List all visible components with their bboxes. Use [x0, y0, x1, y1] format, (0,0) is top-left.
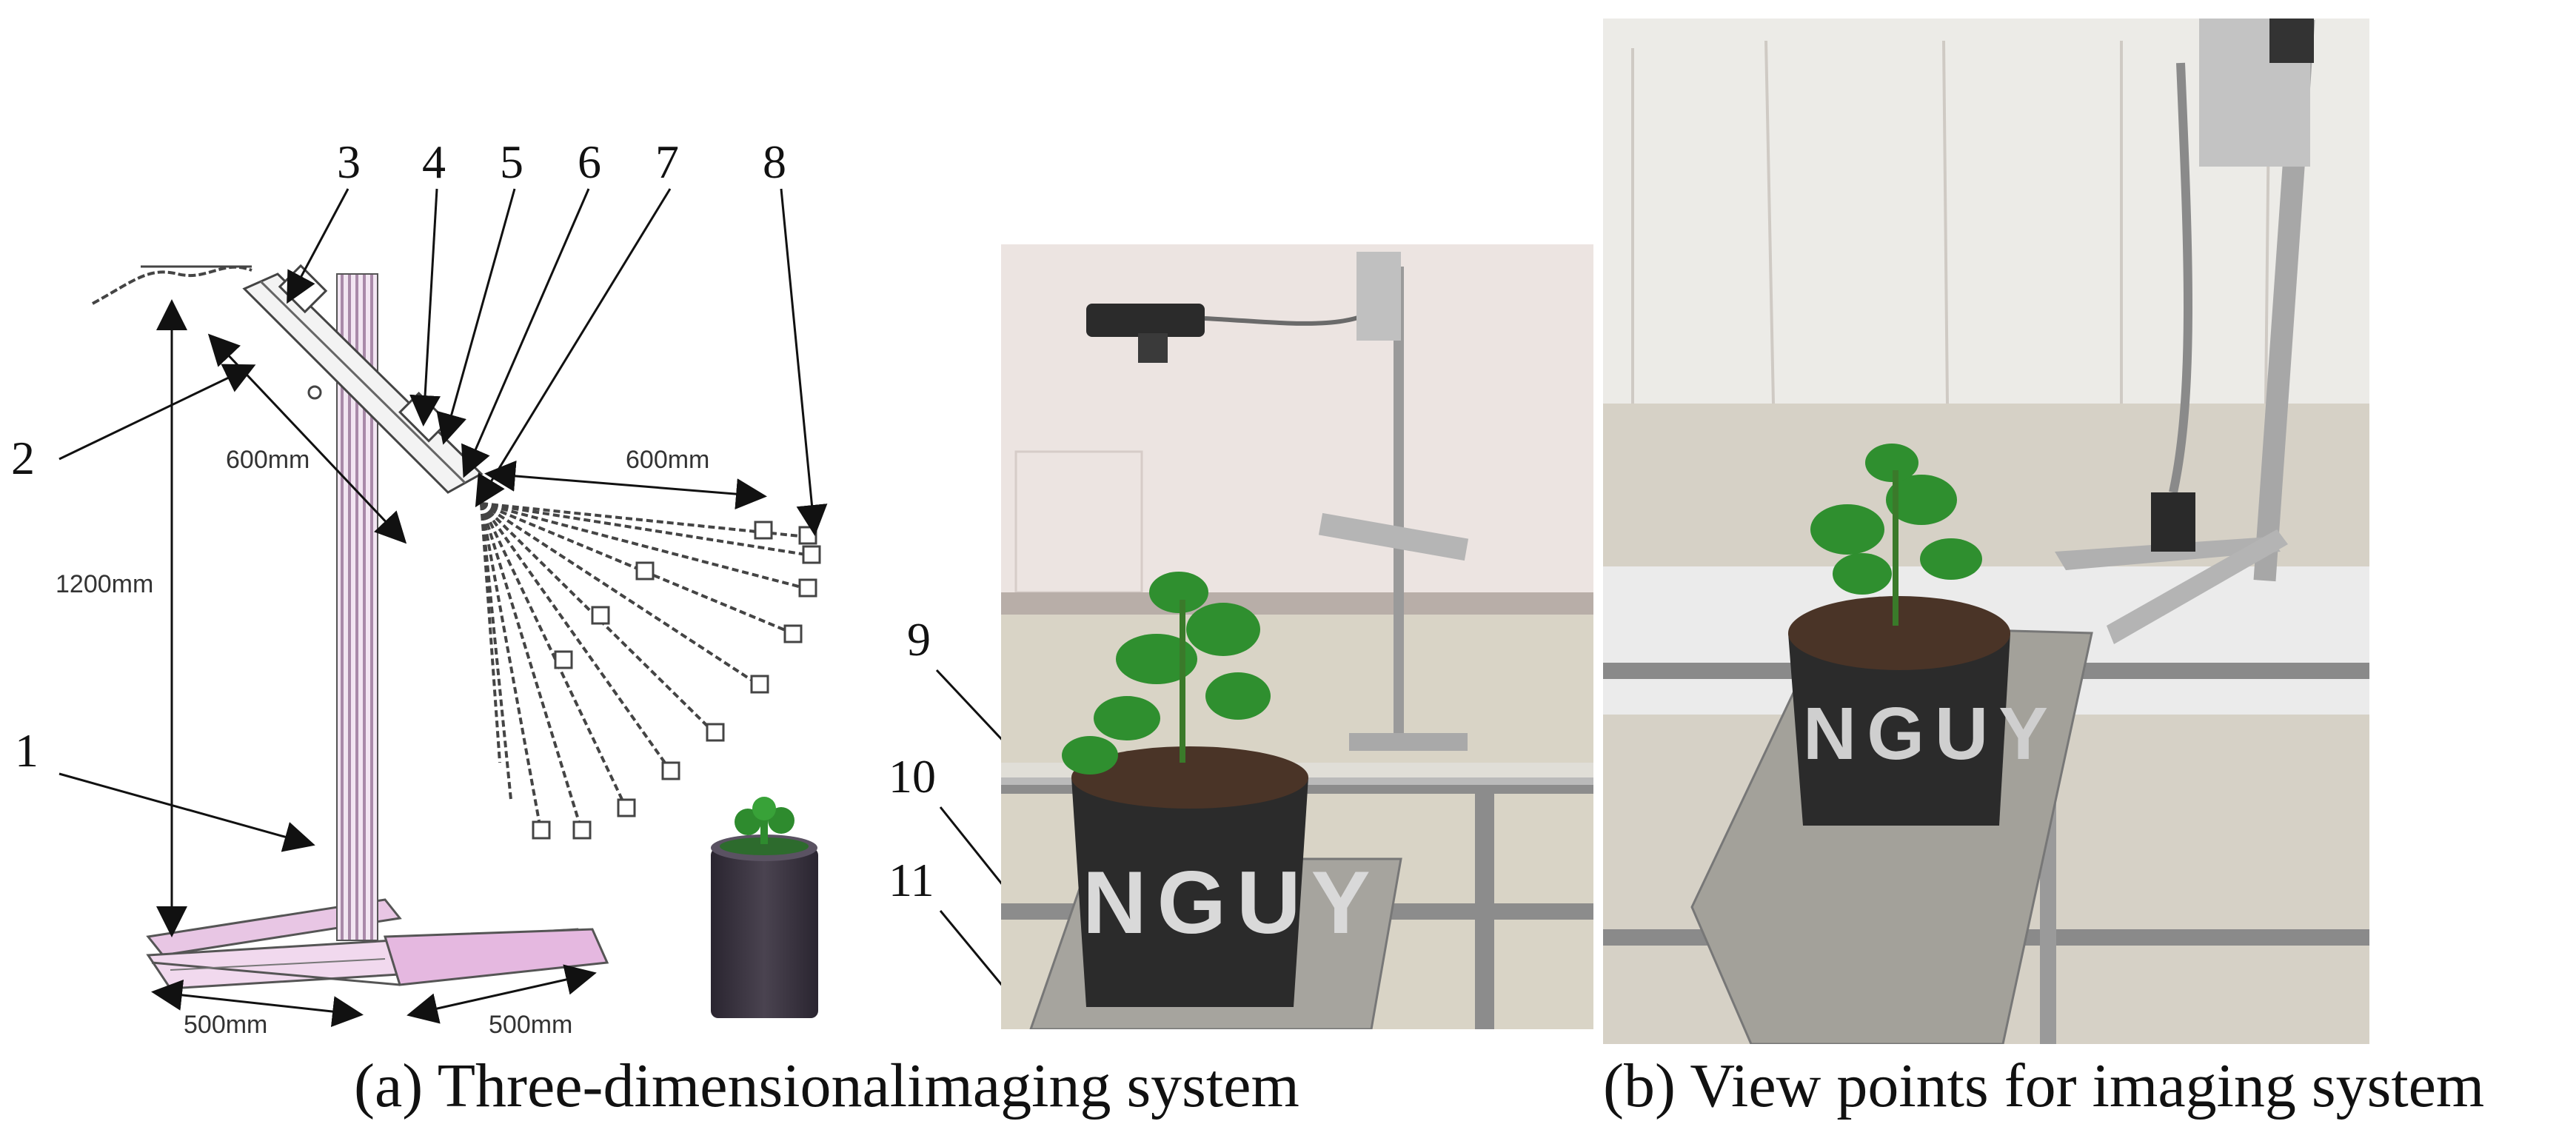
potted-plant-model [711, 797, 818, 1018]
dim-arm2-label: 600mm [626, 446, 709, 474]
cable [92, 265, 252, 305]
part-label-8: 8 [763, 136, 786, 188]
dim-height-label: 1200mm [56, 570, 153, 598]
photo-viewpoints: NGUY [1603, 19, 2369, 1044]
dim-base1-arrow [151, 980, 364, 1027]
caption-b: (b) View points for imaging system [1603, 1051, 2485, 1120]
part-label-9: 9 [907, 613, 931, 666]
part-label-5: 5 [500, 136, 523, 188]
camera-fan [480, 502, 812, 830]
part-label-10: 10 [889, 750, 936, 803]
dim-arm2-arrow [484, 460, 767, 510]
photo-side-view: NGUY [1001, 244, 1593, 1029]
pot-lettering: NGUY [1083, 853, 1381, 952]
part-label-11: 11 [889, 854, 934, 906]
dim-base2-arrow [407, 964, 597, 1024]
part-label-7: 7 [655, 136, 679, 188]
part-leaders [58, 188, 828, 852]
part-label-3: 3 [337, 136, 361, 188]
caption-a: (a) Three-dimensionalimaging system [354, 1051, 1299, 1120]
part-label-6: 6 [578, 136, 601, 188]
camera-heads [532, 521, 821, 840]
part-label-4: 4 [422, 136, 446, 188]
drawing-3d-system: 600mm 600mm 1200mm 500mm 500mm 3 4 5 6 7… [11, 136, 828, 1039]
pot-lettering-b: NGUY [1803, 692, 2058, 775]
part-label-2: 2 [11, 432, 35, 484]
dim-base1-label: 500mm [184, 1011, 267, 1039]
dim-base2-label: 500mm [489, 1011, 572, 1039]
part-label-1: 1 [15, 724, 39, 777]
dim-arm1-label: 600mm [226, 446, 310, 474]
